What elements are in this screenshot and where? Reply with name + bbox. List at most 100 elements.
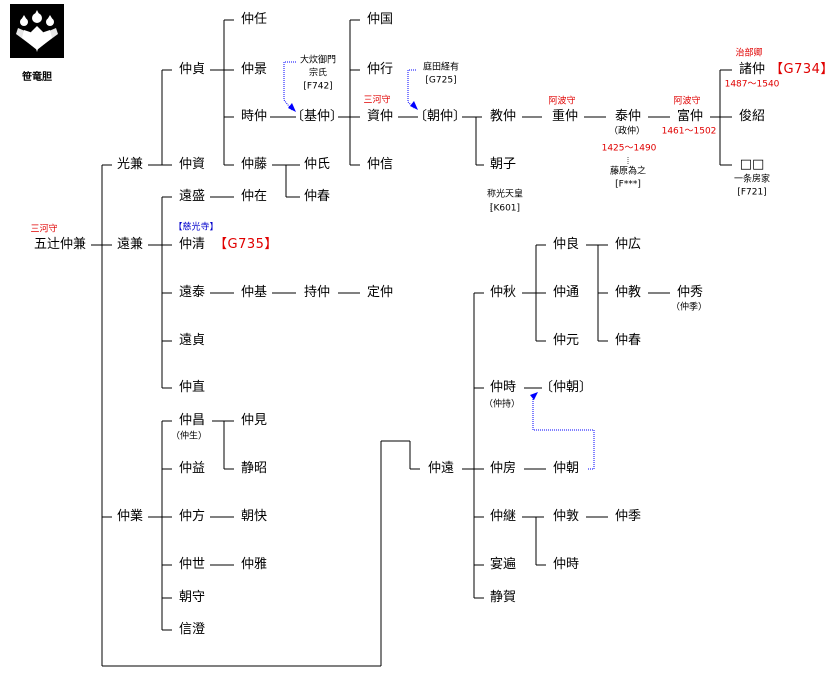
person-nakauji[interactable]: 仲氏: [303, 157, 331, 172]
adopt-unknown-ref[interactable]: [F721]: [737, 187, 767, 198]
person-nakakuni[interactable]: 仲国: [366, 12, 394, 27]
person-shigenaka[interactable]: 重仲: [551, 109, 579, 124]
person-nakaharu[interactable]: 仲春: [303, 189, 331, 204]
person-nakasada[interactable]: 仲貞: [178, 62, 206, 77]
spouse-asako: 称光天皇: [486, 189, 524, 200]
person-nakakata[interactable]: 仲方: [178, 509, 206, 524]
dotted-link: [490, 157, 629, 212]
origin-asanaka-ref[interactable]: [G725]: [425, 75, 457, 86]
person-nakaga[interactable]: 仲雅: [240, 557, 268, 572]
ref-nakakiyo[interactable]: 【G735】: [214, 237, 278, 252]
person-tomomori[interactable]: 朝守: [178, 590, 206, 605]
person-sukenaka[interactable]: 資仲: [366, 109, 394, 124]
person-nakatoki-2[interactable]: 仲時: [552, 557, 580, 572]
person-yasunaka[interactable]: 泰仲: [614, 109, 642, 124]
title-sukenaka: 三河守: [363, 95, 391, 106]
person-nakanin[interactable]: 仲任: [240, 12, 268, 27]
alt-name-nakamasa: （仲生）: [170, 431, 208, 442]
father-yasunaka: 藤原為之: [609, 166, 647, 177]
tree-line: [272, 164, 300, 198]
person-nakaharu-2[interactable]: 仲春: [614, 333, 642, 348]
person-nakayo[interactable]: 仲世: [178, 557, 206, 572]
title-tominaka: 阿波守: [673, 96, 701, 107]
person-yanhen[interactable]: 宴遍: [489, 557, 517, 572]
arrow-head: [410, 101, 418, 110]
tree-line: [148, 420, 172, 631]
adoption-arrow: [532, 398, 595, 470]
tree-line: [148, 196, 172, 389]
person-nakayuki[interactable]: 仲行: [366, 62, 394, 77]
title-moronaka: 治部卿: [735, 48, 763, 59]
person-nakamasu[interactable]: 仲益: [178, 461, 206, 476]
origin-motonaka-ref[interactable]: [F742]: [303, 81, 333, 92]
person-nakakage[interactable]: 仲景: [240, 62, 268, 77]
person-tokane[interactable]: 遠兼: [116, 237, 144, 252]
person-moronaka[interactable]: 諸仲: [738, 62, 766, 77]
spouse-asako-ref[interactable]: [K601]: [489, 203, 521, 214]
person-nakami[interactable]: 仲見: [240, 413, 268, 428]
person-nakayoshi[interactable]: 仲良: [552, 237, 580, 252]
person-asanaka[interactable]: 〔朝仲〕: [413, 109, 467, 124]
person-mitsukane[interactable]: 光兼: [116, 157, 144, 172]
person-mochinaka[interactable]: 持仲: [303, 285, 331, 300]
person-tokinaka[interactable]: 時仲: [240, 109, 268, 124]
person-nakakane[interactable]: 五辻仲兼: [33, 237, 87, 252]
person-nakasue[interactable]: 仲季: [614, 509, 642, 524]
person-nakaatsu[interactable]: 仲敦: [552, 509, 580, 524]
person-nakanao[interactable]: 仲直: [178, 380, 206, 395]
person-nakamichi[interactable]: 仲通: [552, 285, 580, 300]
alt-name-yasunaka: （政仲）: [608, 126, 646, 137]
adoption-arrow: [283, 61, 296, 111]
person-nakanori[interactable]: 仲教: [614, 285, 642, 300]
sasarindo-crest-icon: [10, 4, 64, 58]
person-choukai[interactable]: 朝快: [240, 509, 268, 524]
tree-line: [212, 420, 234, 470]
person-nakatsugu[interactable]: 仲継: [489, 509, 517, 524]
person-tomori[interactable]: 遠盛: [178, 189, 206, 204]
person-asako[interactable]: 朝子: [489, 157, 517, 172]
arrow-head: [288, 103, 296, 112]
person-nakafusa[interactable]: 仲房: [489, 461, 517, 476]
person-nakatoki[interactable]: 仲時: [489, 380, 517, 395]
person-nakanobu[interactable]: 仲信: [366, 157, 394, 172]
title-shigenaka: 阿波守: [548, 96, 576, 107]
temple-nakakiyo: 【慈光寺】: [173, 222, 219, 233]
person-nakafuji[interactable]: 仲藤: [240, 157, 268, 172]
origin-motonaka-line1: 大炊御門: [299, 55, 337, 66]
person-motonaka[interactable]: 〔基仲〕: [290, 109, 344, 124]
title-nakakane: 三河守: [30, 224, 58, 235]
person-seisho[interactable]: 静昭: [240, 461, 268, 476]
tree-line: [462, 292, 484, 599]
tree-line: [210, 516, 234, 566]
person-nakato[interactable]: 仲遠: [427, 461, 455, 476]
person-nakamoto-2[interactable]: 仲元: [552, 333, 580, 348]
person-unknown[interactable]: □□: [739, 157, 765, 172]
origin-asanaka-line1: 庭田経有: [422, 62, 460, 73]
person-seiga[interactable]: 静賀: [489, 590, 517, 605]
person-toyasu[interactable]: 遠泰: [178, 285, 206, 300]
person-nakakiyo[interactable]: 仲清: [178, 237, 206, 252]
person-noritaka[interactable]: 教仲: [489, 109, 517, 124]
tree-line: [462, 116, 484, 166]
person-nakaari[interactable]: 仲在: [240, 189, 268, 204]
person-tosada[interactable]: 遠貞: [178, 333, 206, 348]
person-sadanaka[interactable]: 定仲: [366, 285, 394, 300]
ref-moronaka[interactable]: 【G734】: [770, 62, 830, 77]
tree-line: [522, 244, 546, 342]
person-tominaka[interactable]: 富仲: [676, 109, 704, 124]
person-nakatomo[interactable]: 仲朝: [552, 461, 580, 476]
person-shincho[interactable]: 信澄: [178, 622, 206, 637]
person-nakamasa[interactable]: 仲昌: [178, 413, 206, 428]
person-shunsho[interactable]: 俊紹: [738, 109, 766, 124]
person-nakatomo-adopted[interactable]: 〔仲朝〕: [539, 380, 593, 395]
tree-line: [102, 440, 420, 667]
dates-tominaka: 1461～1502: [661, 126, 717, 137]
person-nakashi[interactable]: 仲資: [178, 157, 206, 172]
father-yasunaka-ref[interactable]: [F***]: [615, 179, 641, 190]
person-nakagyo[interactable]: 仲業: [116, 509, 144, 524]
alt-name-nakahide: （仲季）: [670, 302, 708, 313]
person-nakaaki[interactable]: 仲秋: [489, 285, 517, 300]
person-nakamoto[interactable]: 仲基: [240, 285, 268, 300]
person-nakahiro[interactable]: 仲広: [614, 237, 642, 252]
person-nakahide[interactable]: 仲秀: [676, 285, 704, 300]
